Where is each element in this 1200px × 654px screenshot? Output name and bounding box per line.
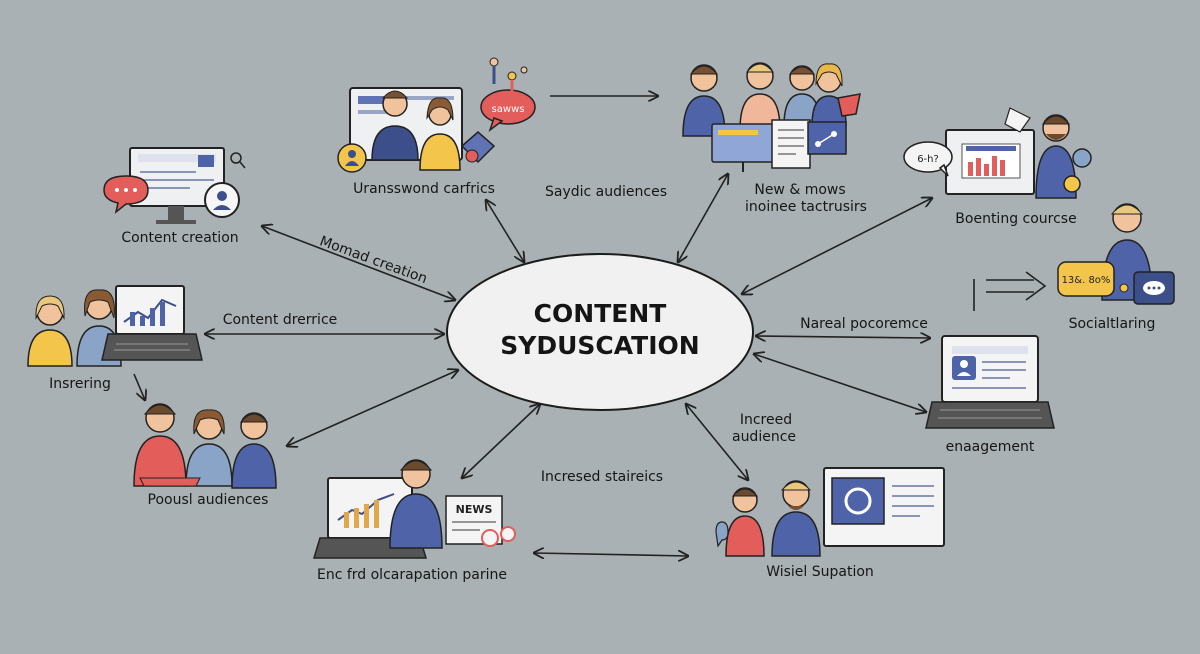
- small-figure-icon: [489, 57, 499, 67]
- center-title-line2: SYDUSCATION: [500, 331, 699, 360]
- label-top-middle: Saydic audiences: [545, 184, 667, 200]
- label-top-right-line1: New & mows: [754, 182, 845, 198]
- arrow-bottom-middle: [462, 404, 540, 478]
- label-top-right-line2: inoinee tactrusirs: [745, 199, 867, 215]
- center-node: CONTENT SYDUSCATION: [446, 253, 754, 411]
- label-poousl: Poousl audiences: [148, 492, 269, 508]
- content-creation-illustration: [103, 147, 246, 224]
- arrow-engagement: [754, 354, 926, 412]
- center-title-line1: CONTENT: [534, 299, 667, 328]
- label-social: Socialtlaring: [1069, 316, 1156, 332]
- arrow-nareal: [756, 336, 930, 338]
- insrering-illustration: [27, 285, 203, 367]
- bubble-percent: 13&. 8o%: [1062, 275, 1111, 286]
- label-engagement: enaagement: [946, 439, 1035, 455]
- chat-bubble-icon: [103, 175, 149, 214]
- arrow-boenting: [742, 198, 932, 294]
- connector-arrows: [133, 96, 1047, 556]
- label-momad-creation: Momad creation: [317, 233, 429, 287]
- label-content-drerrice: Content drerrice: [223, 312, 338, 328]
- enc-frd-illustration: NEWS: [312, 459, 516, 559]
- top-left-illustration: sawws: [337, 57, 536, 173]
- label-content-creation: Content creation: [121, 230, 238, 246]
- label-increed-line1: Increed: [740, 412, 792, 428]
- label-nareal: Nareal pocoremce: [800, 316, 928, 332]
- arrow-insrering-down: [133, 373, 145, 400]
- speech-bubble-icon: [480, 89, 536, 125]
- label-insrering: Insrering: [49, 376, 111, 392]
- arrow-poousl: [287, 370, 458, 446]
- chat-icon: [715, 521, 729, 548]
- gear-icon: [1072, 148, 1092, 168]
- wisiel-illustration: [715, 467, 945, 557]
- label-increed-line2: audience: [732, 429, 796, 445]
- arrow-top-right: [678, 174, 728, 262]
- label-boenting: Boenting courcse: [955, 211, 1076, 227]
- flag-icon: [837, 93, 861, 117]
- arrow-bottom-horizontal: [534, 553, 688, 556]
- news-label: NEWS: [456, 503, 493, 516]
- heart-icon: [481, 529, 499, 547]
- top-right-illustration: [682, 62, 861, 172]
- engagement-illustration: [925, 335, 1055, 429]
- poousl-illustration: [133, 403, 277, 489]
- paper-icon: [1004, 107, 1031, 133]
- social-illustration: 13&. 8o%: [1057, 203, 1175, 305]
- bubble-ohrir: 6-h?: [917, 154, 939, 165]
- label-incresed: Incresed staireics: [541, 469, 663, 485]
- boenting-illustration: 6-h?: [903, 107, 1092, 199]
- bubble-sawws: sawws: [492, 104, 525, 115]
- arrow-content-creation: [262, 226, 455, 300]
- network-icon: [807, 121, 847, 155]
- screen-icon: [711, 123, 775, 163]
- stats-bubble-icon: [1057, 261, 1115, 297]
- arrow-bottom-right: [686, 404, 748, 480]
- arrow-social-double: [986, 271, 1047, 301]
- search-icon: [230, 152, 242, 164]
- lightbulb-icon: [1063, 175, 1081, 193]
- document-icon: [771, 119, 811, 169]
- label-enc-frd: Enc frd olcarapation parine: [317, 567, 507, 583]
- arrow-top-left: [486, 200, 524, 262]
- label-top-left: Uransswond carfrics: [353, 181, 495, 197]
- question-bubble-icon: [903, 141, 953, 173]
- label-wisiel: Wisiel Supation: [766, 564, 874, 580]
